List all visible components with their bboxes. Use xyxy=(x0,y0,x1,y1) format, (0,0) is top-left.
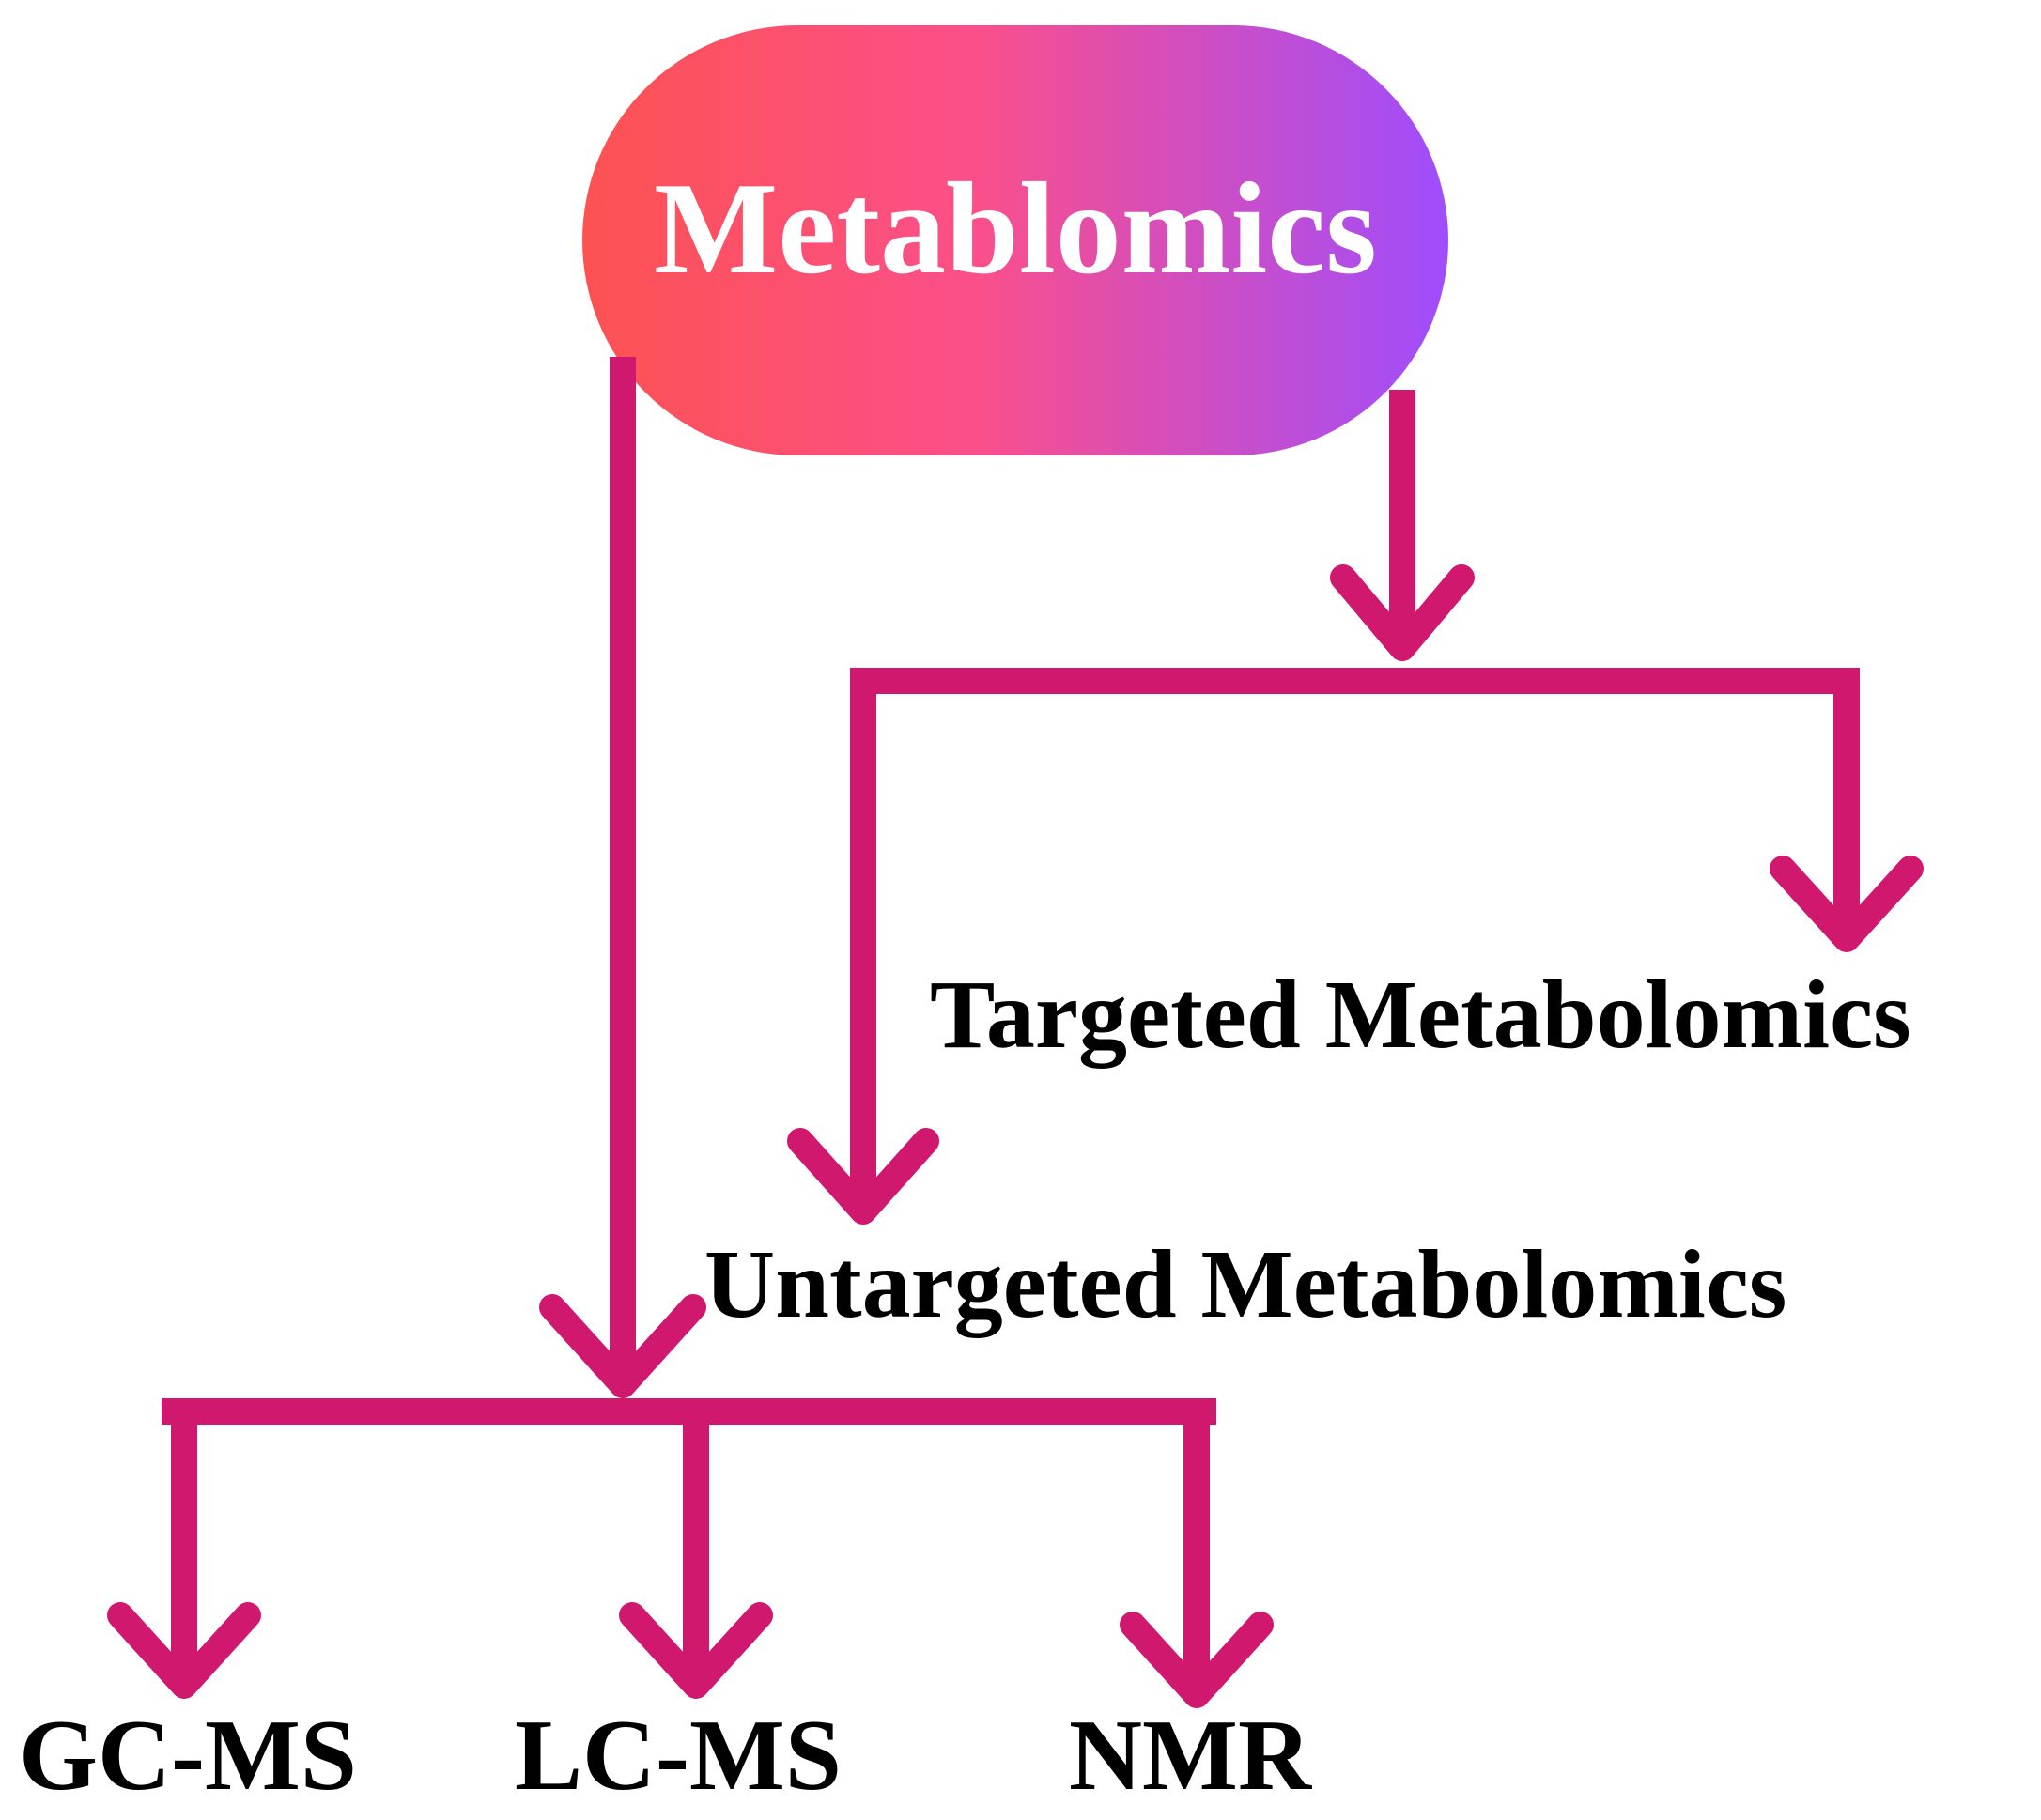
root-node-label: Metablomics xyxy=(654,156,1377,301)
technique-lc-ms-label: LC-MS xyxy=(515,1700,842,1812)
root-node: Metablomics xyxy=(582,25,1448,455)
technique-gc-ms-label: GC-MS xyxy=(19,1700,357,1812)
connectors xyxy=(107,357,1924,1708)
targeted-metabolomics-label: Targeted Metabolomics xyxy=(930,961,1911,1069)
arrowhead-nmr xyxy=(1120,1612,1274,1708)
arrowhead-targeted xyxy=(1770,856,1924,952)
arrowhead-lc-ms xyxy=(619,1602,773,1699)
arrowhead-untargeted xyxy=(787,1128,939,1225)
arrowhead-techniques-bus xyxy=(539,1294,706,1398)
root-node-shape xyxy=(582,25,1448,455)
arrowhead-branches-bus xyxy=(1330,564,1475,661)
untargeted-metabolomics-label: Untargeted Metabolomics xyxy=(704,1230,1786,1338)
arrowhead-gc-ms xyxy=(107,1602,261,1699)
technique-nmr-label: NMR xyxy=(1069,1700,1312,1812)
